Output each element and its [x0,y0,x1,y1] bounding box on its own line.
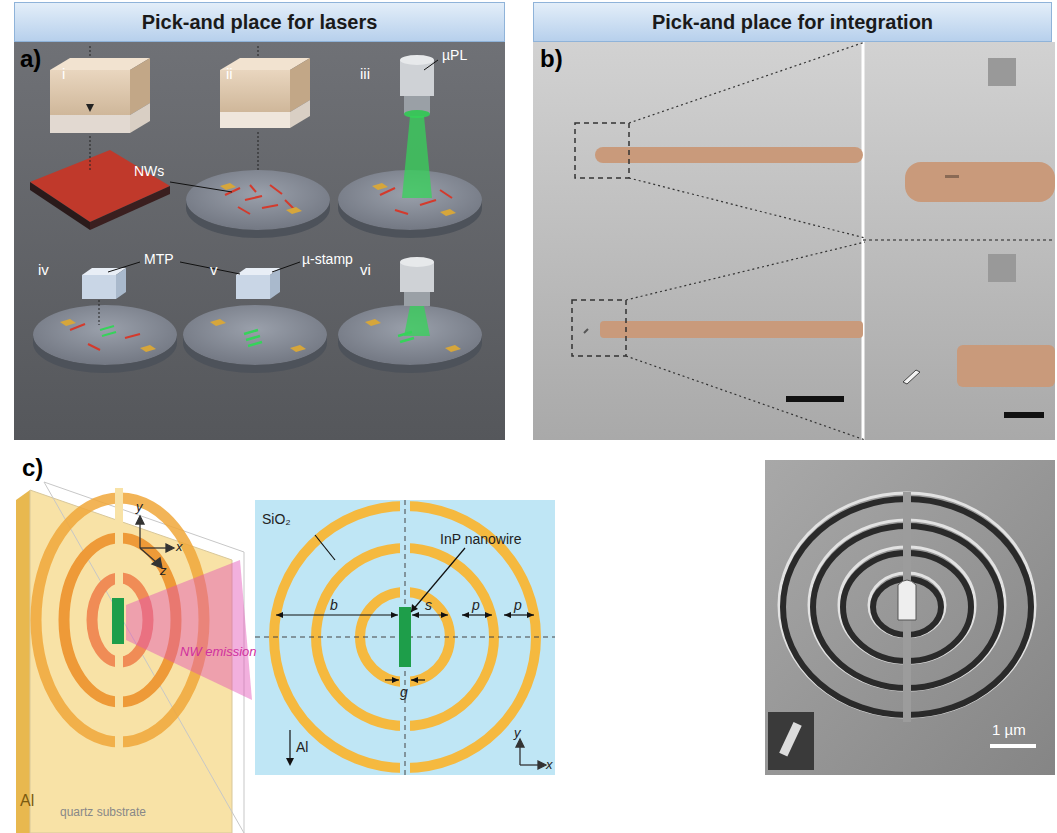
mask [988,58,1016,86]
part-label: µ-stamp [302,252,353,267]
dimension-label: p [514,598,522,613]
dimension-label: b [330,598,338,613]
waveguide [595,147,863,163]
step-iii [338,55,482,238]
scale-bar [786,396,844,402]
panel-letter: c) [22,455,43,481]
panel-ground [14,42,505,440]
axes [136,516,174,568]
step-number: i [62,66,65,83]
step-iv [33,268,177,373]
dimension-label: g [400,685,408,700]
dimension-label: s [425,598,432,613]
divider [862,42,865,440]
axis-label: x [546,758,553,772]
header-band: Pick-and place for lasers [14,2,505,42]
emission-cone [126,560,252,700]
scale-bar [990,744,1036,748]
nanowire [779,722,802,757]
arrow-heads [276,604,534,766]
waveguide [600,321,863,338]
zoom-lines [626,42,865,440]
sem-ground [533,42,1055,440]
header-text: Pick-and place for integration [652,11,933,34]
part-label: InP nanowire [440,532,521,547]
step-number: iv [38,262,49,279]
defect [945,175,959,178]
leader-line [170,182,232,192]
part-label: µPL [442,48,467,63]
nanowire [112,598,124,644]
part-label: MTP [144,252,174,267]
step-ii [186,46,330,238]
nanowire [584,329,588,333]
divider [863,239,1055,241]
header-band: Pick-and place for integration [533,2,1052,42]
axis-label: z [160,564,167,578]
leader-line [272,262,300,272]
axis-label: y [136,500,143,514]
part-label: SiO₂ [262,512,291,527]
zoom-box [572,300,626,356]
waveguide [905,162,1055,202]
step-number: ii [226,66,233,83]
scale-label: 1 µm [992,722,1026,739]
part-label: NWs [134,164,164,179]
zoom-box [575,123,629,178]
leader-line [108,262,140,272]
step-i [30,46,170,230]
axis-label: y [514,726,521,740]
nanowire [898,580,916,620]
dimension-arrows [276,535,534,760]
step-v [183,268,327,373]
header-text: Pick-and place for lasers [142,11,378,34]
gold-pads [60,183,461,352]
part-label: Al [20,792,34,810]
panel-letter: b) [540,46,563,72]
dimension-label: p [472,598,480,613]
part-label: NW emission [180,645,257,659]
step-number: v [210,262,218,279]
scale-bar [1004,412,1044,418]
panel-letter: a) [20,46,41,72]
waveguide [957,345,1055,387]
step-number: iii [360,66,370,83]
al-plate-edge [16,490,30,833]
step-vi [338,257,482,373]
sio2-ground [255,500,555,775]
part-label: Al [296,740,308,755]
inset [768,712,814,770]
step-number: vi [360,262,371,279]
mask [988,254,1016,282]
nanowire [903,370,920,384]
leader-line [424,60,438,70]
sem-ground [765,460,1055,775]
axes [516,739,546,769]
nanowire [399,607,411,667]
ring-gap [400,500,410,775]
axis-label: x [176,540,183,554]
part-label: quartz substrate [60,806,146,819]
